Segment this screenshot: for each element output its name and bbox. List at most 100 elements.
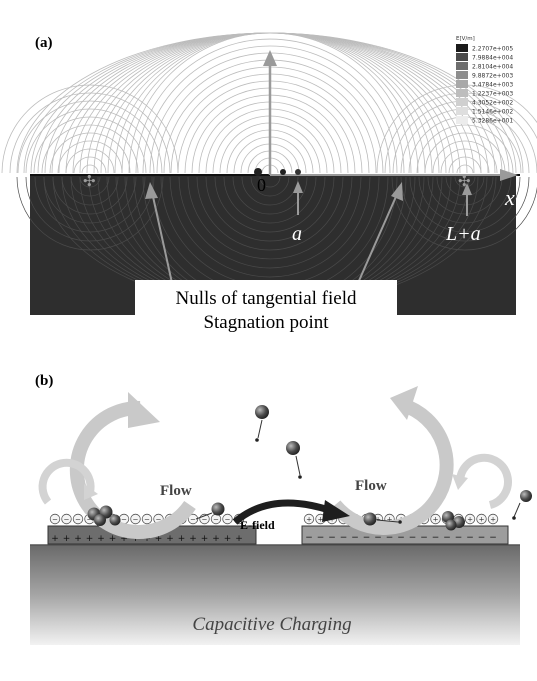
small-flow-right — [455, 453, 512, 509]
surface-ion-sign: + — [490, 516, 496, 524]
electrode-charge-sign: − — [305, 533, 313, 543]
field-line — [214, 176, 326, 233]
field-line — [416, 124, 514, 174]
field-line — [33, 116, 147, 174]
particle-trail — [195, 512, 213, 520]
electrode-charge-sign: − — [455, 533, 463, 543]
legend-swatch — [456, 53, 468, 61]
arrow-to-La-head — [462, 183, 472, 195]
surface-ion-sign: − — [133, 516, 139, 524]
electrode-edge-left — [254, 168, 262, 176]
field-line — [259, 176, 281, 188]
surface-ion-sign: − — [52, 516, 58, 524]
callout-box — [135, 280, 397, 338]
field-line — [400, 176, 530, 242]
field-line — [409, 176, 521, 233]
field-line — [65, 148, 115, 174]
electrode-charge-sign: + — [143, 534, 151, 544]
panel-b-tag: (b) — [35, 373, 53, 389]
surface-ion — [430, 513, 441, 525]
surface-ion-sign: + — [479, 516, 485, 524]
stagnation-mark-left: ✣ — [83, 172, 96, 190]
particle-cluster — [109, 514, 121, 526]
electrode-charge-sign: + — [132, 534, 140, 544]
legend-value: 2.2707e+005 — [472, 46, 513, 53]
field-line — [196, 176, 344, 251]
efield-arrow — [232, 499, 337, 525]
field-line — [25, 176, 155, 242]
field-line — [41, 124, 139, 174]
surface-ion-sign: + — [318, 516, 324, 524]
flow-arrow-left — [69, 400, 196, 539]
electrode-charge-sign: + — [212, 534, 220, 544]
surface-ion-sign: − — [202, 516, 208, 524]
electrode-charge-sign: − — [317, 533, 325, 543]
surface-ion-sign: − — [87, 516, 93, 524]
field-line — [223, 176, 317, 224]
legend-value: 2.8104e+004 — [472, 64, 513, 71]
electrode-charge-sign: − — [478, 533, 486, 543]
surface-ion-sign: − — [190, 516, 196, 524]
surface-ion — [141, 513, 153, 525]
callout-arrow-right — [357, 191, 399, 284]
legend-value: 1.5146e+002 — [472, 109, 513, 116]
vertical-axis-arrowhead — [263, 50, 277, 66]
surface-ion — [49, 513, 61, 525]
field-line — [427, 176, 503, 215]
field-line — [16, 32, 524, 174]
field-line — [34, 176, 146, 233]
electrode-charge-sign: + — [189, 534, 197, 544]
flow-arrow-right-head — [390, 386, 418, 420]
surface-ion — [303, 513, 315, 525]
legend-swatch — [456, 107, 468, 115]
legend-value: 4.3052e+002 — [472, 100, 513, 107]
field-line — [250, 176, 290, 197]
particle — [286, 441, 300, 455]
particle-trail-dot — [512, 516, 516, 520]
field-line — [454, 176, 476, 188]
legend-value: 5.3286e+001 — [472, 118, 513, 125]
field-line — [52, 176, 128, 215]
field-line — [448, 156, 482, 174]
field-line — [57, 140, 123, 174]
electrode-charge-sign: + — [86, 534, 94, 544]
legend-value: 1.2237e+003 — [472, 91, 513, 98]
field-line — [232, 176, 308, 215]
particle-cluster — [445, 519, 457, 531]
surface-ion-sign: − — [213, 516, 219, 524]
legend-swatch — [456, 89, 468, 97]
particle — [520, 490, 532, 502]
small-flow-right-head — [452, 474, 468, 490]
particle — [255, 405, 269, 419]
small-flow-left-head — [84, 484, 98, 500]
field-line — [73, 156, 107, 174]
electrode-charge-sign: + — [235, 534, 243, 544]
electrode-charge-sign: − — [432, 533, 440, 543]
x-axis-arrowhead — [500, 169, 518, 181]
surface-ion-sign: − — [144, 516, 150, 524]
panel-b: (b) −+−+−+−+−+−+−+−+−+−+−+−+−+−+−+−+−++−… — [30, 373, 532, 645]
electrode-charge-sign: − — [489, 533, 497, 543]
surface-ion — [130, 513, 141, 525]
arrow-to-a-head — [293, 181, 303, 193]
particle-trail — [513, 502, 521, 518]
field-line — [81, 164, 99, 174]
electrode-charge-sign: + — [51, 534, 59, 544]
field-line — [432, 140, 498, 174]
panel-a-tag: (a) — [35, 35, 53, 51]
callout-arrow-left-head — [145, 182, 158, 199]
small-flow-left — [38, 458, 95, 505]
surface-ion — [222, 513, 233, 525]
efield-arrow-head — [322, 500, 350, 522]
electrode-charge-sign: − — [351, 533, 359, 543]
surface-ion-sign: + — [433, 516, 439, 524]
field-line — [79, 176, 101, 188]
field-line — [391, 176, 537, 251]
particle-cluster — [94, 514, 106, 526]
field-line — [1, 84, 179, 174]
field-line — [135, 38, 405, 174]
surface-ion — [61, 513, 72, 525]
field-line — [187, 176, 353, 260]
callout-arrow-left — [151, 191, 173, 284]
